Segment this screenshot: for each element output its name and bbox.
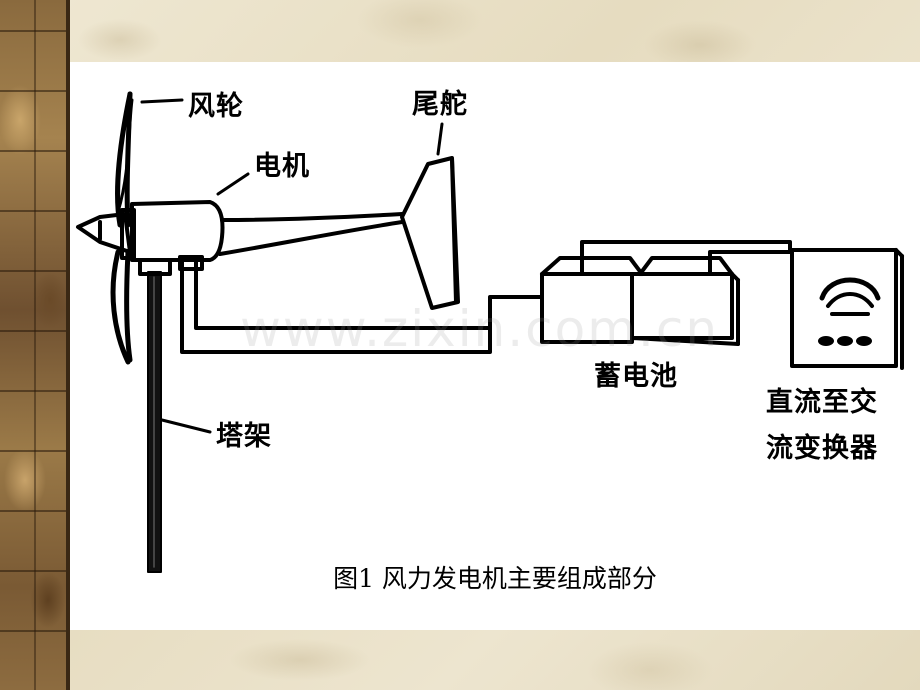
battery-pack — [540, 256, 740, 346]
rotor-hub — [76, 208, 136, 260]
label-rotor: 风轮 — [188, 91, 244, 122]
label-leaders — [140, 98, 444, 434]
label-tower: 塔架 — [216, 421, 272, 452]
inverter-indicator-dots — [818, 336, 872, 346]
watermark: www.zixin.com.cn — [240, 300, 720, 358]
label-generator: 电机 — [254, 151, 310, 182]
label-inverter-line2: 流变换器 — [766, 433, 878, 464]
tower — [147, 271, 162, 573]
decorative-side-strip — [0, 0, 70, 690]
tail-vane — [400, 156, 460, 310]
label-battery: 蓄电池 — [594, 361, 678, 392]
label-inverter-line1: 直流至交 — [766, 387, 878, 418]
figure-panel: www.zixin.com.cn 风轮 电机 尾舵 塔架 蓄电池 直流至交 流变… — [70, 62, 920, 630]
inverter-box — [790, 248, 904, 370]
figure-caption: 图1 风力发电机主要组成部分 — [333, 564, 657, 593]
label-tail-vane: 尾舵 — [412, 89, 468, 120]
generator-body — [130, 200, 225, 276]
wind-turbine-diagram — [76, 91, 904, 573]
tail-boom — [218, 212, 404, 256]
